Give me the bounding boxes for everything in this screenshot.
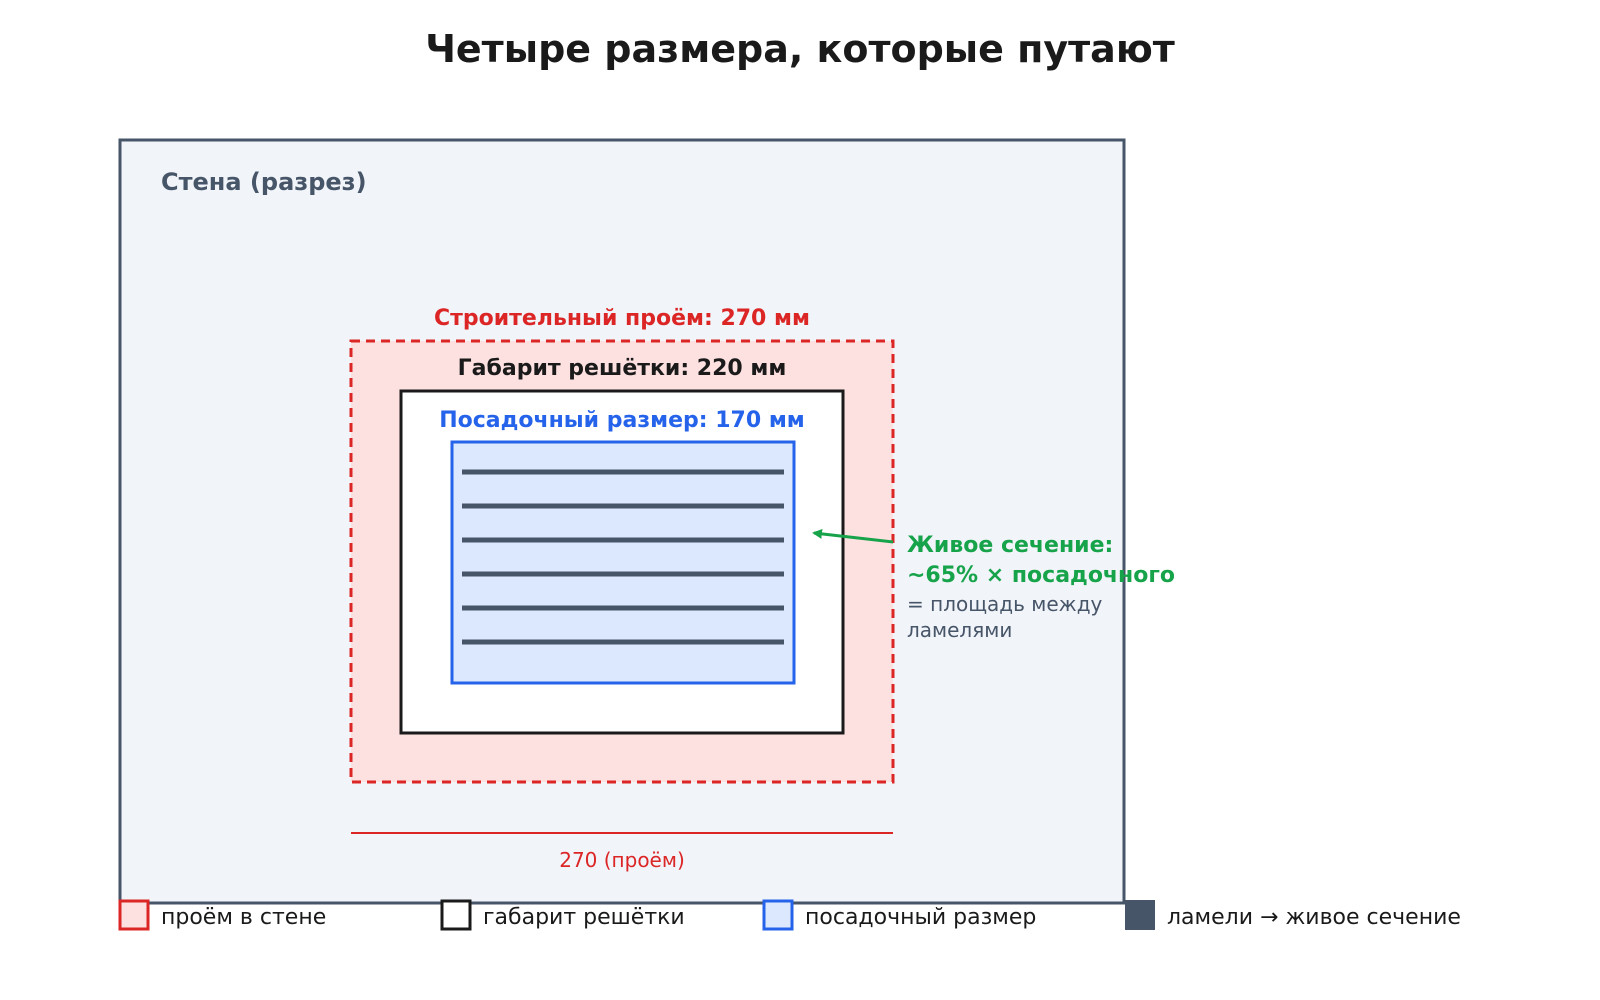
annotation-note-line1: = площадь между <box>907 592 1103 616</box>
legend-swatch-louvers <box>1125 900 1155 930</box>
legend-label-grille: габарит решётки <box>483 905 685 930</box>
legend-label-louvers: ламели → живое сечение <box>1167 905 1461 930</box>
annotation-note-line2: ламелями <box>907 618 1012 642</box>
legend: проём в стене габарит решётки посадочный… <box>118 899 1461 931</box>
annotation-arrow <box>812 528 894 544</box>
legend-swatch-mounting <box>762 899 794 931</box>
grille-label: Габарит решётки: 220 мм <box>458 356 787 381</box>
annotation-value: ~65% × посадочного <box>907 563 1175 588</box>
opening-dimension-label: 270 (проём) <box>559 848 685 872</box>
legend-swatch-opening <box>118 899 150 931</box>
annotation-title: Живое сечение: <box>907 533 1113 558</box>
legend-label-opening: проём в стене <box>161 905 326 930</box>
legend-label-mounting: посадочный размер <box>805 905 1036 930</box>
mounting-label: Посадочный размер: 170 мм <box>439 408 805 433</box>
mounting-rect <box>450 440 796 685</box>
legend-swatch-grille <box>440 899 472 931</box>
page-title: Четыре размера, которые путают <box>425 27 1175 71</box>
opening-label: Строительный проём: 270 мм <box>434 306 810 331</box>
wall-label: Стена (разрез) <box>161 168 367 196</box>
louvers-group <box>462 469 784 645</box>
